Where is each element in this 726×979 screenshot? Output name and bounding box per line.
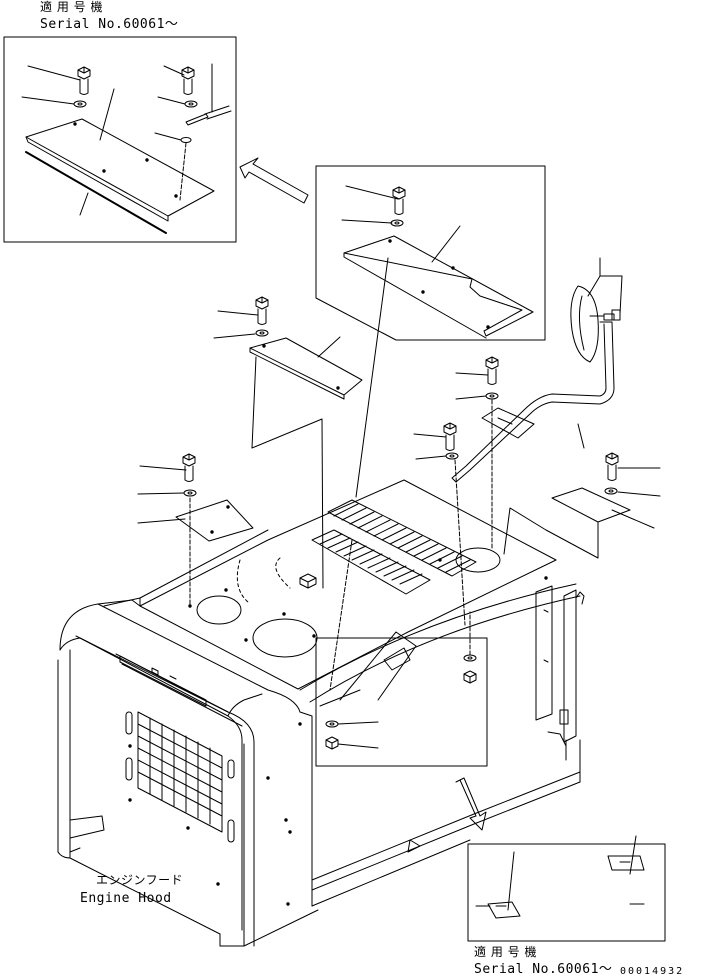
top-serial-label: Serial No.60061～ xyxy=(40,17,179,32)
washer-icon xyxy=(185,101,197,107)
nut-icon xyxy=(464,671,476,683)
engine-hood-body xyxy=(58,480,584,946)
washer-icon xyxy=(326,721,338,727)
top-applicable-label: 適 用 号 機 xyxy=(40,0,103,14)
bolt-icon xyxy=(606,453,618,481)
engine-hood-label-jp: エンジンフード xyxy=(96,873,184,887)
bolt-icon xyxy=(444,423,456,451)
vent-grille-lower xyxy=(312,530,430,594)
bolt-icon xyxy=(183,454,195,482)
bottom-applicable-label: 適 用 号 機 xyxy=(474,945,537,959)
washer-icon xyxy=(446,453,458,459)
washer-icon xyxy=(605,488,617,494)
bolt-icon xyxy=(182,67,194,95)
washer-icon xyxy=(74,101,86,107)
plate-middle-left xyxy=(214,297,362,588)
nut-icon xyxy=(326,737,338,749)
mirror-icon xyxy=(571,286,598,362)
washer-icon xyxy=(391,220,403,226)
detail-box-top-left xyxy=(4,37,236,242)
bolt-icon xyxy=(78,67,90,95)
mirror-assembly xyxy=(414,258,622,625)
bolt-icon xyxy=(393,187,405,215)
hole-icon xyxy=(253,619,317,657)
drawing-number: 00014932 xyxy=(620,966,685,977)
engine-hood-label-en: Engine Hood xyxy=(80,891,172,906)
plate-right-small xyxy=(504,453,660,558)
arrow-icon xyxy=(456,778,486,830)
hole-icon xyxy=(197,596,241,624)
grille-front xyxy=(138,712,222,832)
detail-box-top-middle xyxy=(316,166,545,497)
plate-left-small xyxy=(138,454,253,605)
arrow-icon xyxy=(240,158,308,203)
bolt-icon xyxy=(486,357,498,385)
detail-box-center xyxy=(316,612,487,766)
washer-icon xyxy=(486,393,498,399)
washer-icon xyxy=(464,655,476,661)
washer-icon xyxy=(256,330,268,336)
bottom-serial-label: Serial No.60061～ xyxy=(474,962,613,977)
washer-icon xyxy=(184,490,196,496)
vent-grille-upper xyxy=(328,500,476,576)
bolt-icon xyxy=(256,297,268,325)
detail-box-bottom-right xyxy=(468,836,665,941)
hole-icon xyxy=(456,548,500,572)
